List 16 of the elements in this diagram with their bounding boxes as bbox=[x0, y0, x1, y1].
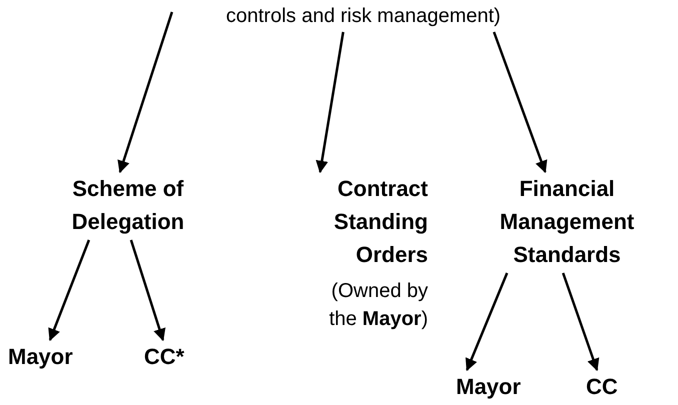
arrow bbox=[466, 272, 508, 372]
arrow bbox=[118, 12, 174, 174]
arrow bbox=[492, 32, 548, 174]
arrow bbox=[316, 32, 344, 174]
role-label: CC bbox=[586, 373, 619, 401]
role-label: CC* bbox=[144, 343, 186, 371]
arrow bbox=[562, 272, 600, 372]
heading-text: controls and risk management) bbox=[226, 4, 502, 29]
heading-text: Financial Management Standards bbox=[498, 175, 636, 269]
arrow bbox=[48, 240, 90, 342]
note-text: (Owned by the Mayor) bbox=[328, 279, 428, 332]
arrow bbox=[130, 240, 166, 342]
role-label: Mayor bbox=[456, 373, 522, 401]
heading-text: Contract Standing Orders bbox=[332, 175, 428, 269]
role-label: Mayor bbox=[8, 343, 74, 371]
heading-text: Scheme of Delegation bbox=[70, 175, 186, 236]
